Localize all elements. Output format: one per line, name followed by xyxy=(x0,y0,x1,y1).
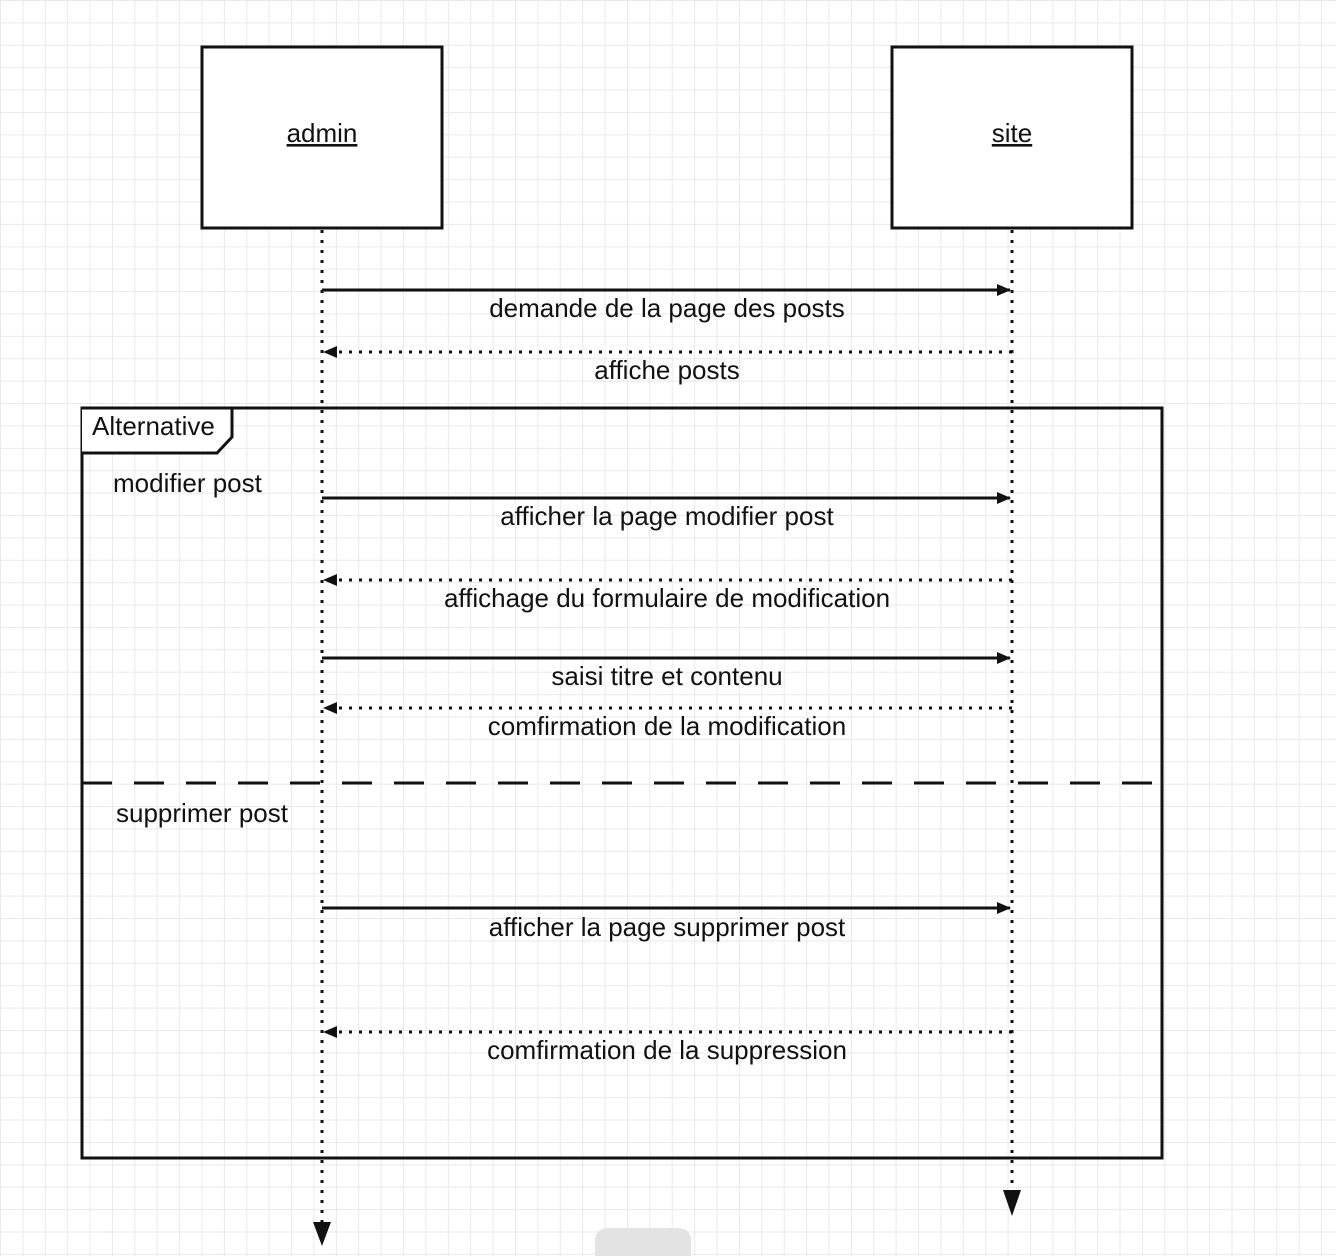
alt-fragment-operator: Alternative xyxy=(92,411,215,441)
guard-supprimer-post: supprimer post xyxy=(116,798,289,828)
actor-admin-box xyxy=(200,45,444,230)
actor-site-box xyxy=(890,45,1134,230)
scroll-handle[interactable] xyxy=(595,1228,691,1256)
message-7[interactable]: afficher la page supprimer post xyxy=(322,902,1011,942)
lifeline-site-arrow-icon xyxy=(1003,1190,1021,1216)
message-3[interactable]: afficher la page modifier post xyxy=(322,492,1011,531)
guard-modifier-post: modifier post xyxy=(113,468,263,498)
message-8[interactable]: comfirmation de la suppression xyxy=(323,1026,1012,1065)
actor-site[interactable]: site xyxy=(890,45,1134,230)
message-label: affichage du formulaire de modification xyxy=(444,583,890,613)
message-label: demande de la page des posts xyxy=(489,293,845,323)
message-label: saisi titre et contenu xyxy=(551,661,782,691)
message-4[interactable]: affichage du formulaire de modification xyxy=(323,574,1012,613)
message-label: afficher la page supprimer post xyxy=(489,912,846,942)
message-6[interactable]: comfirmation de la modification xyxy=(323,702,1012,741)
alt-fragment-tab xyxy=(82,406,234,455)
message-label: affiche posts xyxy=(594,355,740,385)
lifeline-admin-arrow-icon xyxy=(313,1222,331,1246)
message-label: comfirmation de la modification xyxy=(488,711,846,741)
message-2[interactable]: affiche posts xyxy=(323,346,1012,385)
message-5[interactable]: saisi titre et contenu xyxy=(322,652,1011,691)
message-1[interactable]: demande de la page des posts xyxy=(322,284,1011,323)
message-label: comfirmation de la suppression xyxy=(487,1035,847,1065)
actor-admin[interactable]: admin xyxy=(200,45,444,230)
alt-fragment[interactable]: Alternative modifier post supprimer post xyxy=(80,406,1164,1160)
actor-site-label: site xyxy=(992,118,1032,148)
message-label: afficher la page modifier post xyxy=(500,501,834,531)
actor-admin-label: admin xyxy=(287,118,358,148)
